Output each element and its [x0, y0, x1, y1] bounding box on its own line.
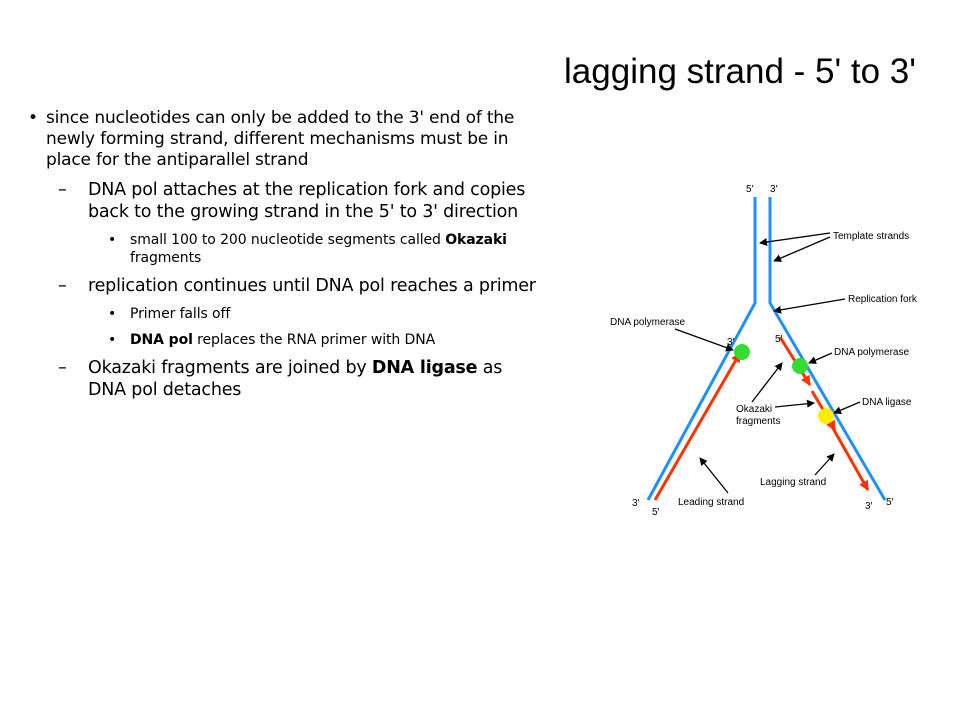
label-3-top: 3′ [770, 184, 778, 195]
bullet-text: replication continues until DNA pol reac… [88, 276, 536, 296]
arrow-okazaki-1 [751, 362, 783, 403]
arrow-dna-polymerase-right [808, 352, 833, 364]
arrow-lagging-strand [814, 453, 835, 476]
arrow-leading-strand [699, 457, 729, 494]
dna-ligase-blob [818, 408, 834, 424]
label-5-bottom-right: 5′ [886, 497, 894, 508]
label-5-top: 5′ [746, 184, 754, 195]
arrow-replication-fork [773, 298, 846, 314]
okazaki-fragment-3 [828, 422, 870, 491]
leading-strand [653, 352, 742, 501]
dot-marker: • [108, 232, 117, 248]
bullet-list: since nucleotides can only be added to t… [28, 108, 538, 409]
replication-fork-diagram: 5′ 3′ Template strands Replication fork … [610, 184, 918, 518]
label-lagging-strand: Lagging strand [760, 477, 826, 488]
bold-dna-ligase: DNA ligase [371, 358, 478, 378]
bullet-level3: • Primer falls off [28, 305, 538, 323]
label-replication-fork: Replication fork [848, 294, 918, 305]
label-okazaki-line1: Okazaki [736, 404, 772, 415]
label-3-bottom-left: 3′ [632, 498, 640, 509]
bullet-text: Okazaki fragments are joined by [88, 358, 372, 378]
dash-marker: – [58, 180, 67, 200]
bullet-text: small 100 to 200 nucleotide segments cal… [130, 232, 446, 248]
template-strand-left [646, 197, 757, 501]
label-5-pol-right: 5′ [775, 334, 783, 345]
slide-title: lagging strand - 5' to 3' [564, 52, 916, 91]
bullet-text: replaces the RNA primer with DNA [192, 332, 436, 348]
bullet-level3: • DNA pol replaces the RNA primer with D… [28, 331, 538, 349]
dna-polymerase-left-blob [734, 344, 750, 360]
bullet-text: fragments [130, 250, 202, 266]
arrow-dna-ligase [833, 401, 861, 414]
bullet-level2: – DNA pol attaches at the replication fo… [28, 179, 538, 223]
label-template-strands: Template strands [833, 231, 909, 242]
bullet-text: DNA pol attaches at the replication fork… [88, 180, 526, 222]
dot-marker: • [108, 332, 117, 348]
bullet-text: since nucleotides can only be added to t… [46, 108, 515, 170]
dna-polymerase-right-blob [792, 358, 808, 374]
label-3-bottom-right: 3′ [865, 501, 873, 512]
label-dna-polymerase-right: DNA polymerase [834, 347, 909, 358]
label-okazaki-line2: fragments [736, 416, 780, 427]
bullet-level2: – Okazaki fragments are joined by DNA li… [28, 357, 538, 401]
template-strand-right [768, 197, 887, 501]
dot-marker: • [108, 306, 117, 322]
bullet-text: Primer falls off [130, 306, 231, 322]
label-5-bottom-left: 5′ [652, 507, 660, 518]
bold-okazaki: Okazaki [445, 232, 507, 248]
bullet-level1: since nucleotides can only be added to t… [28, 108, 538, 171]
label-dna-polymerase-left: DNA polymerase [610, 317, 685, 328]
bullet-level3: • small 100 to 200 nucleotide segments c… [28, 231, 538, 267]
arrow-okazaki-2 [774, 399, 815, 408]
bold-dna-pol: DNA pol [130, 332, 193, 348]
label-3-pol-left: 3′ [727, 337, 735, 348]
bullet-level2: – replication continues until DNA pol re… [28, 275, 538, 297]
dash-marker: – [58, 358, 67, 378]
arrow-template-left [759, 232, 831, 246]
dash-marker: – [58, 276, 67, 296]
label-dna-ligase: DNA ligase [862, 397, 912, 408]
arrow-template-right [773, 236, 831, 262]
arrow-dna-polymerase-left [674, 328, 734, 352]
label-leading-strand: Leading strand [678, 497, 744, 508]
bullet-text: as DNA pol detaches [88, 358, 503, 400]
